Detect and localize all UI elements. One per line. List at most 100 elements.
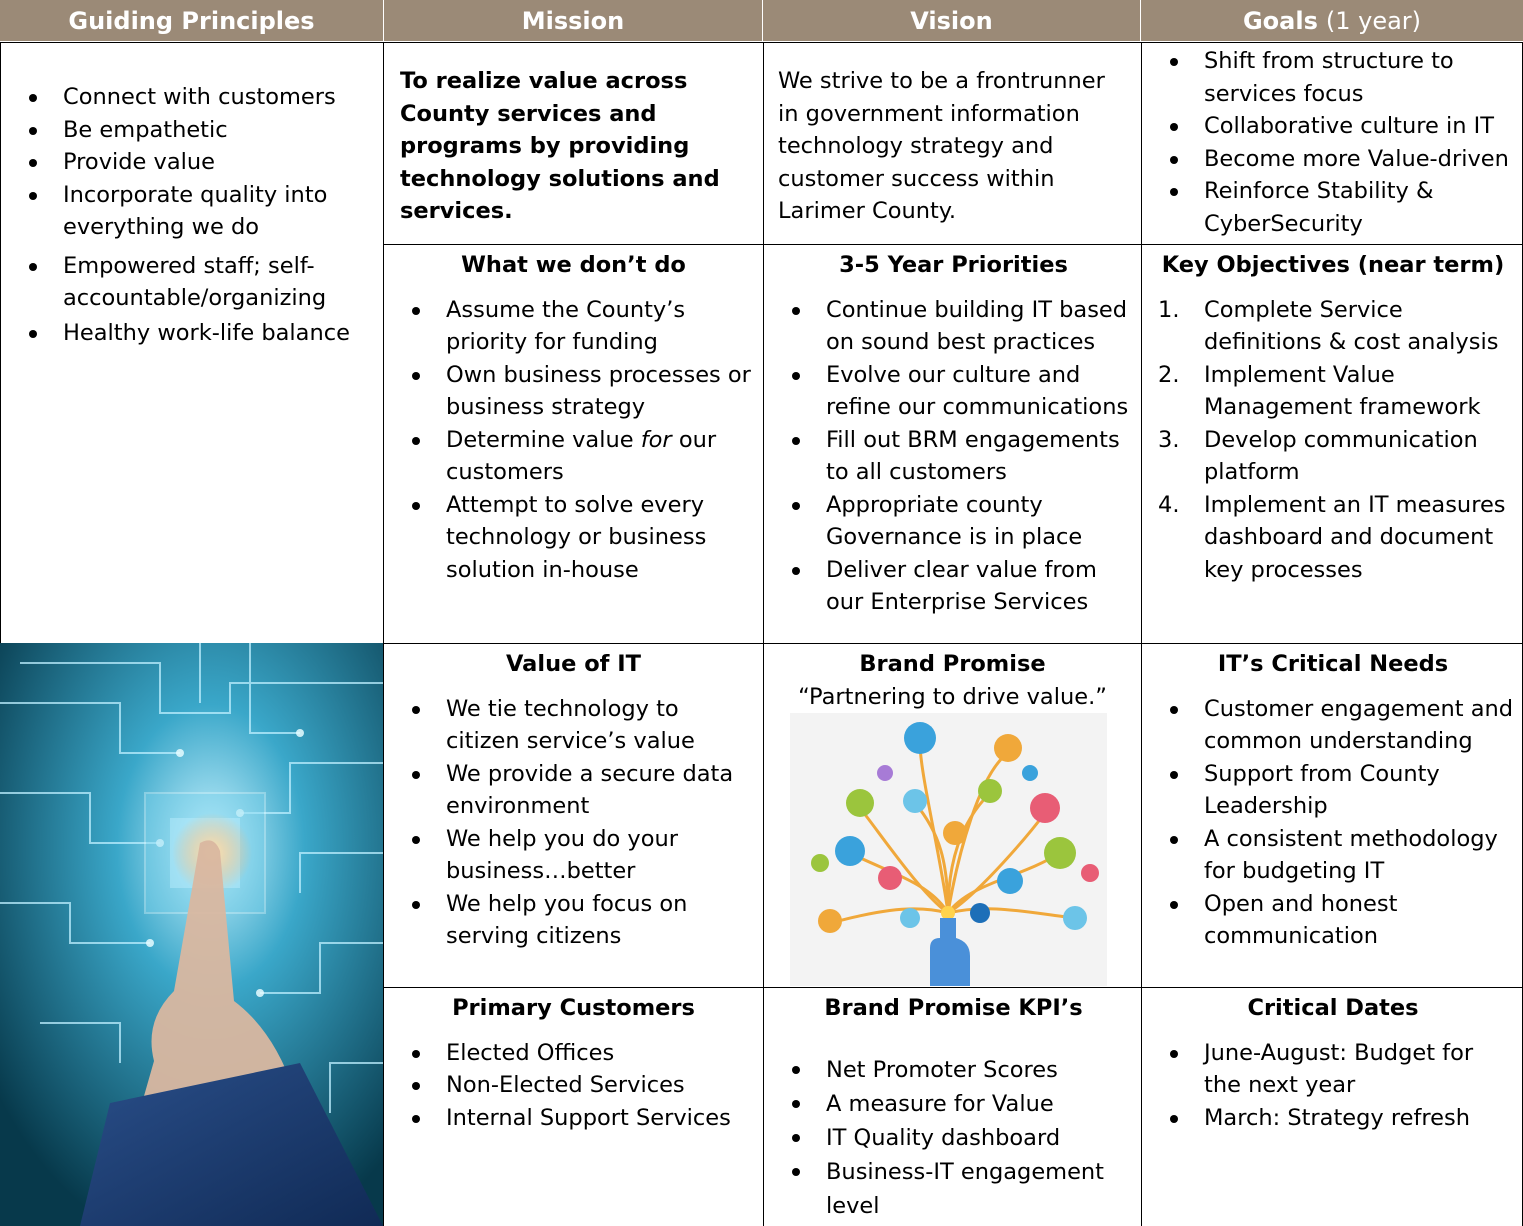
list-item: Fill out BRM engagements to all customer… xyxy=(774,424,1133,489)
critical-needs-title: IT’s Critical Needs xyxy=(1217,651,1449,677)
list-item-text: Connect with customers xyxy=(63,84,336,110)
list-item: Collaborative culture in IT xyxy=(1152,110,1516,143)
list-item: Business-IT engagement level xyxy=(774,1155,1133,1223)
list-item-text: Assume the County’s priority for funding xyxy=(446,296,686,356)
list-item-text: We provide a secure data environment xyxy=(446,760,734,820)
mission-text: To realize value across County services … xyxy=(400,68,720,224)
objectives-cell: Key Objectives (near term) 1. Complete Se… xyxy=(1141,244,1523,643)
list-item: We help you do your business…better xyxy=(394,823,753,888)
list-item-text: our customers xyxy=(446,426,717,486)
list-item-text: We help you focus on serving citizens xyxy=(446,890,688,950)
header-goals-sub: (1 year) xyxy=(1325,6,1422,35)
list-item-text: We tie technology to citizen service’s v… xyxy=(446,695,695,755)
list-item: Reinforce Stability & CyberSecurity xyxy=(1152,175,1516,240)
header-vision-label: Vision xyxy=(910,6,993,35)
list-item: Connect with customers xyxy=(11,81,374,114)
header-goals-label: Goals xyxy=(1242,6,1318,35)
circuit-hand-image xyxy=(0,643,383,1226)
list-item: Become more Value-driven xyxy=(1152,143,1516,176)
list-item-text: Deliver clear value from our Enterprise … xyxy=(826,556,1097,616)
list-item-text: Provide value xyxy=(63,149,215,175)
list-item: 1. Complete Service definitions & cost an… xyxy=(1152,294,1514,359)
list-item: Customer engagement and common understan… xyxy=(1152,693,1514,758)
priorities-title: 3-5 Year Priorities xyxy=(839,252,1068,278)
list-item-text: Be empathetic xyxy=(63,116,228,143)
list-item-text: Own business processes or business strat… xyxy=(446,361,751,421)
list-item: Assume the County’s priority for funding xyxy=(394,294,753,359)
list-item: March: Strategy refresh xyxy=(1152,1102,1514,1135)
list-item-text: Appropriate county Governance is in plac… xyxy=(826,491,1083,551)
list-item-text: Fill out BRM engagements to all customer… xyxy=(826,426,1120,486)
objectives-title: Key Objectives (near term) xyxy=(1161,252,1505,278)
list-item-text: Non-Elected Services xyxy=(446,1072,685,1098)
list-item-text: Reinforce Stability & CyberSecurity xyxy=(1204,178,1434,237)
list-item-text: Become more Value-driven xyxy=(1204,145,1509,172)
guiding-principles-cell: Connect with customers Be empathetic Pro… xyxy=(0,42,384,643)
list-item: Net Promoter Scores xyxy=(774,1053,1133,1087)
list-item-text: Attempt to solve every technology or bus… xyxy=(446,491,707,583)
critical-needs-cell: IT’s Critical Needs Customer engagement … xyxy=(1141,643,1523,987)
list-item-text: Evolve our culture and refine our commun… xyxy=(826,361,1129,421)
list-item: Deliver clear value from our Enterprise … xyxy=(774,554,1133,619)
header-goals: Goals(1 year) xyxy=(1141,0,1523,41)
list-item-text: Complete Service definitions & cost anal… xyxy=(1204,296,1499,356)
guiding-principles-list: Connect with customers Be empathetic Pro… xyxy=(11,81,374,349)
list-item-text: We help you do your business…better xyxy=(446,825,678,885)
dont-do-title: What we don’t do xyxy=(461,252,686,278)
primary-customers-list: Elected Offices Non-Elected Services Int… xyxy=(394,1037,753,1135)
list-item: A consistent methodology for budgeting I… xyxy=(1152,823,1514,888)
priorities-cell: 3-5 Year Priorities Continue building IT… xyxy=(763,244,1141,643)
list-item-number: 4. xyxy=(1158,491,1180,518)
header-mission-label: Mission xyxy=(521,6,625,35)
list-item-text: Support from County Leadership xyxy=(1204,760,1440,820)
list-item: Healthy work-life balance xyxy=(11,317,374,350)
list-item: Continue building IT based on sound best… xyxy=(774,294,1133,359)
critical-dates-title: Critical Dates xyxy=(1247,995,1419,1021)
list-item-text: Internal Support Services xyxy=(446,1104,731,1131)
list-item-text: Customer engagement and common understan… xyxy=(1204,695,1514,755)
list-item: Shift from structure to services focus xyxy=(1152,45,1516,110)
list-item-text: Shift from structure to services focus xyxy=(1204,48,1454,107)
idea-tree-illustration xyxy=(790,713,1107,986)
list-item-text: Implement Value Management framework xyxy=(1204,361,1481,421)
list-item: Elected Offices xyxy=(394,1037,753,1070)
idea-tree-image xyxy=(790,713,1107,986)
list-item-text: Open and honest communication xyxy=(1204,890,1398,950)
priorities-list: Continue building IT based on sound best… xyxy=(774,294,1133,619)
list-item: Evolve our culture and refine our commun… xyxy=(774,359,1133,424)
vision-cell: We strive to be a frontrunner in governm… xyxy=(763,42,1141,244)
list-item-text: IT Quality dashboard xyxy=(826,1124,1061,1151)
primary-customers-title: Primary Customers xyxy=(452,995,695,1021)
objectives-list: 1. Complete Service definitions & cost an… xyxy=(1152,294,1514,587)
header-guiding-label: Guiding Principles xyxy=(68,6,315,35)
list-item: Non-Elected Services xyxy=(394,1069,753,1102)
brand-promise-title: Brand Promise xyxy=(859,651,1046,677)
header-guiding-principles: Guiding Principles xyxy=(0,0,383,41)
list-item-text: Determine value xyxy=(446,426,641,453)
list-item: Provide value xyxy=(11,146,374,179)
list-item: Own business processes or business strat… xyxy=(394,359,753,424)
list-item-text: Implement an IT measures dashboard and d… xyxy=(1204,491,1506,583)
goals-list: Shift from structure to services focus C… xyxy=(1152,45,1516,240)
list-item-text: A consistent methodology for budgeting I… xyxy=(1204,825,1498,885)
list-item-text: Net Promoter Scores xyxy=(826,1056,1058,1083)
list-item-emphasis: for xyxy=(640,426,672,453)
list-item: We tie technology to citizen service’s v… xyxy=(394,693,753,758)
kpis-cell: Brand Promise KPI’s Net Promoter Scores … xyxy=(763,987,1141,1226)
list-item: A measure for Value xyxy=(774,1087,1133,1121)
list-item-number: 1. xyxy=(1158,296,1180,323)
list-item-number: 2. xyxy=(1158,361,1180,388)
list-item-text: A measure for Value xyxy=(826,1090,1054,1117)
header-vision: Vision xyxy=(763,0,1140,41)
list-item-text: Business-IT engagement level xyxy=(826,1158,1105,1219)
list-item-number: 3. xyxy=(1158,426,1180,453)
dont-do-cell: What we don’t do Assume the County’s pri… xyxy=(383,244,763,643)
goals-cell: Shift from structure to services focus C… xyxy=(1141,42,1523,244)
list-item-text: June-August: Budget for the next year xyxy=(1204,1039,1474,1099)
list-item: Attempt to solve every technology or bus… xyxy=(394,489,753,587)
kpis-list: Net Promoter Scores A measure for Value … xyxy=(774,1053,1133,1223)
critical-dates-list: June-August: Budget for the next year Ma… xyxy=(1152,1037,1514,1135)
list-item-text: Elected Offices xyxy=(446,1039,615,1066)
critical-needs-list: Customer engagement and common understan… xyxy=(1152,693,1514,953)
